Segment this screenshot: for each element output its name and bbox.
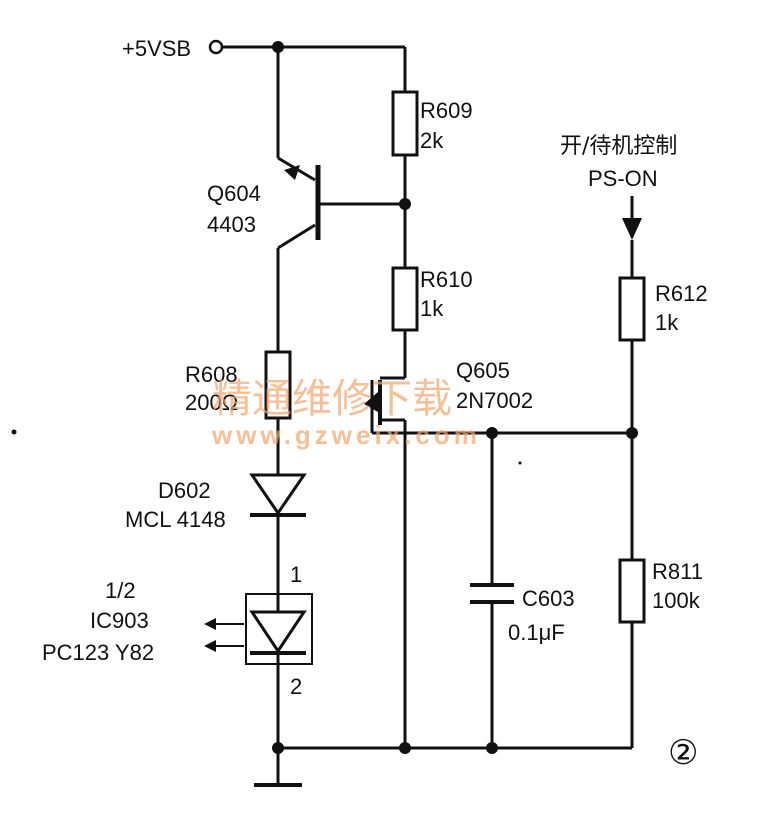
c603-name: C603: [522, 586, 575, 611]
junction-dot: [486, 742, 498, 754]
r609-resistor: R609 2k: [391, 90, 473, 157]
r608-value: 200Ω: [185, 390, 238, 415]
d602-diode: D602 MCL 4148: [125, 473, 307, 532]
emitter-arrow-icon: [284, 165, 300, 180]
junction-dot: [272, 41, 284, 53]
c603-value: 0.1μF: [508, 620, 565, 645]
ic903-fraction: 1/2: [105, 578, 136, 603]
junctions: [272, 41, 638, 754]
r608-name: R608: [185, 362, 238, 387]
junction-dot: [399, 742, 411, 754]
d602-name: D602: [158, 478, 211, 503]
pson-input: 开/待机控制 PS-ON: [560, 134, 677, 240]
q605-mosfet: Q605 2N7002: [364, 358, 533, 435]
scan-speck: [11, 429, 17, 435]
ic903-part: PC123 Y82: [42, 640, 154, 665]
r609-name: R609: [420, 98, 473, 123]
scan-speck: [518, 461, 522, 465]
c603-capacitor: C603 0.1μF: [470, 583, 575, 645]
r612-value: 1k: [655, 310, 679, 335]
junction-dot: [272, 742, 284, 754]
r608-resistor: R608 200Ω: [185, 350, 292, 420]
ic903-optocoupler: 1 2 1/2 IC903 PC123 Y82: [42, 562, 313, 699]
supply-label: +5VSB: [122, 36, 191, 61]
r610-name: R610: [420, 267, 473, 292]
r811-resistor: R811 100k: [618, 558, 703, 624]
wires: [222, 45, 634, 785]
watermark-url: www.gzweix.com: [211, 420, 481, 450]
r612-name: R612: [655, 281, 708, 306]
q604-transistor: Q604 4403: [207, 165, 321, 240]
watermark: 精通维修下载 www.gzweix.com: [211, 376, 481, 450]
q605-part: 2N7002: [456, 388, 533, 413]
junction-dot: [399, 198, 411, 210]
ic903-name: IC903: [90, 608, 149, 633]
wire-q604-collector-diag: [277, 223, 316, 250]
ic903-pin1: 1: [290, 562, 302, 587]
junction-dot: [486, 427, 498, 439]
d602-part: MCL 4148: [125, 507, 226, 532]
r609-value: 2k: [420, 128, 444, 153]
control-title: 开/待机控制: [560, 134, 677, 159]
q605-name: Q605: [456, 358, 510, 383]
q604-name: Q604: [207, 181, 261, 206]
control-signal: PS-ON: [588, 166, 658, 191]
r610-value: 1k: [420, 296, 444, 321]
junction-dot: [626, 427, 638, 439]
figure-number: ②: [668, 735, 698, 772]
watermark-cn: 精通维修下载: [212, 376, 452, 422]
supply-terminal: [208, 39, 224, 55]
r612-resistor: R612 1k: [618, 276, 708, 342]
ic903-pin2: 2: [290, 674, 302, 699]
r610-resistor: R610 1k: [391, 266, 473, 332]
q604-part: 4403: [207, 212, 256, 237]
r811-value: 100k: [652, 588, 701, 613]
body-diode-icon: [364, 392, 378, 412]
r811-name: R811: [652, 559, 703, 584]
input-arrow-icon: [622, 218, 642, 240]
